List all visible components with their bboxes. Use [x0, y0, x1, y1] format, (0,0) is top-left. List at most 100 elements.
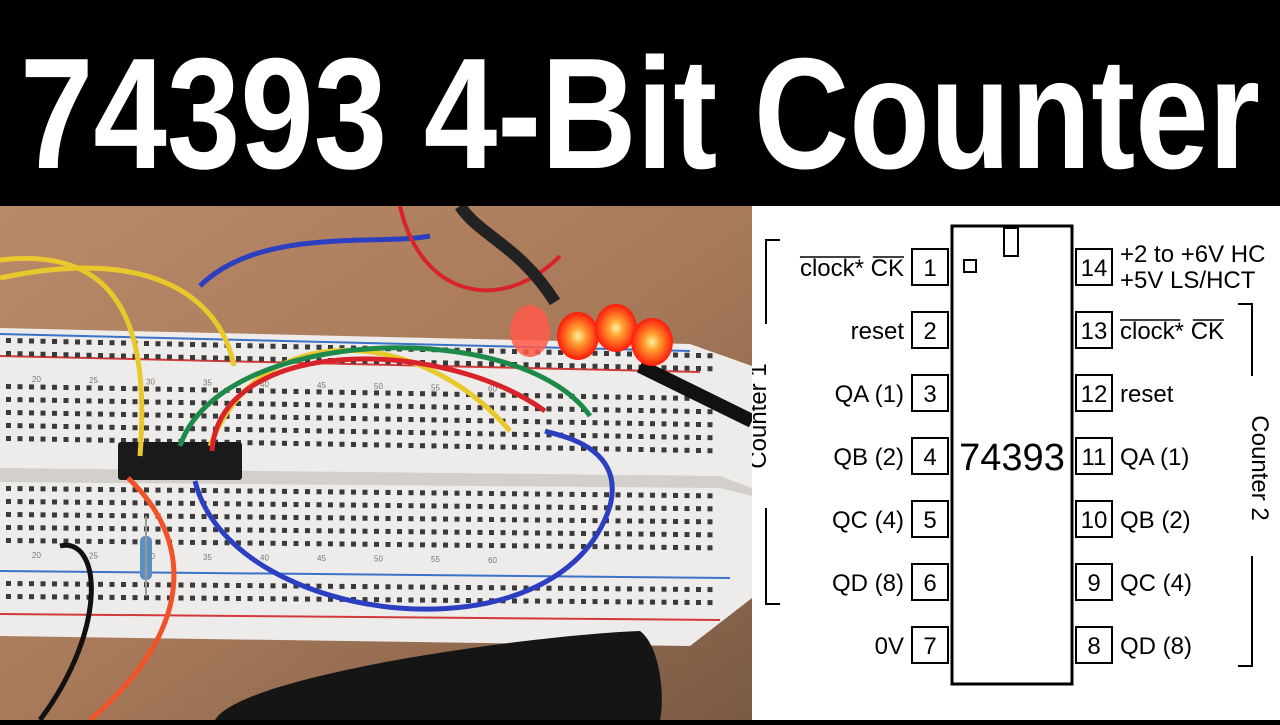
breadboard-hole [259, 501, 264, 507]
breadboard-hole [351, 515, 356, 521]
breadboard-hole [63, 385, 69, 390]
breadboard-hole [581, 544, 586, 549]
breadboard-hole [86, 525, 92, 531]
breadboard-hole [178, 341, 184, 347]
breadboard-hole [178, 387, 184, 392]
breadboard-hole [282, 583, 287, 589]
breadboard-row-numbers: 202530354045505560202530354045505560 [32, 375, 497, 565]
breadboard-hole [673, 492, 678, 498]
breadboard-hole [328, 441, 333, 447]
breadboard-hole [339, 415, 345, 421]
breadboard-hole [6, 538, 11, 543]
pin-label: QD (8) [832, 570, 904, 597]
breadboard-hole [270, 343, 276, 349]
breadboard-hole [224, 595, 230, 601]
breadboard-hole [63, 525, 69, 531]
breadboard-hole [40, 538, 46, 544]
breadboard-hole [247, 596, 253, 602]
breadboard-hole [270, 583, 276, 589]
breadboard-hole [454, 516, 460, 522]
breadboard-hole [431, 503, 437, 509]
breadboard-hole [167, 513, 172, 519]
breadboard-hole [247, 514, 253, 520]
row-number: 60 [488, 556, 497, 565]
breadboard-hole [6, 436, 11, 441]
breadboard-hole [6, 512, 11, 517]
breadboard-hole [431, 597, 437, 603]
ic-chip [118, 442, 242, 480]
breadboard-hole [52, 397, 57, 403]
breadboard-hole [546, 517, 552, 523]
breadboard-hole [63, 512, 69, 518]
breadboard-hole [6, 486, 11, 491]
breadboard-hole [512, 585, 517, 591]
breadboard-hole [431, 430, 437, 436]
breadboard-hole [374, 429, 379, 435]
breadboard-hole [259, 414, 264, 420]
breadboard-hole [132, 386, 138, 392]
breadboard-hole [362, 528, 368, 534]
breadboard-hole [638, 421, 644, 426]
breadboard-hole [397, 529, 402, 535]
breadboard-hole [236, 527, 241, 533]
breadboard-hole [569, 585, 575, 591]
breadboard-hole [6, 384, 11, 389]
breadboard-hole [270, 414, 276, 420]
breadboard-hole [420, 516, 425, 522]
breadboard-hole [661, 492, 667, 498]
breadboard-hole [374, 515, 379, 521]
breadboard-hole [627, 505, 632, 511]
breadboard-hole [201, 514, 207, 520]
breadboard-hole [512, 598, 517, 604]
breadboard-hole [17, 436, 23, 442]
breadboard-hole [477, 503, 483, 509]
breadboard-hole [707, 600, 713, 606]
breadboard-hole [420, 391, 425, 397]
breadboard-hole [155, 500, 161, 506]
breadboard-hole [604, 446, 609, 452]
breadboard-hole [673, 447, 678, 453]
breadboard-hole [224, 527, 230, 533]
breadboard-hole [328, 345, 333, 350]
chip-body [950, 224, 1074, 686]
breadboard-hole [650, 505, 655, 511]
breadboard-hole [581, 394, 586, 399]
breadboard-hole [40, 351, 46, 357]
breadboard-hole [615, 586, 621, 592]
breadboard-hole [362, 515, 368, 521]
battery-box [215, 631, 662, 720]
breadboard-hole [121, 500, 126, 506]
breadboard-hole [650, 518, 655, 524]
breadboard-hole [385, 528, 391, 534]
breadboard-hole [523, 393, 529, 398]
breadboard-hole [190, 413, 195, 419]
wire-black-1 [37, 542, 94, 722]
breadboard-hole [477, 392, 483, 398]
breadboard-hole [454, 597, 460, 603]
breadboard-hole [477, 444, 483, 450]
breadboard-hole [75, 352, 80, 358]
breadboard-hole [546, 445, 552, 451]
breadboard-hole [282, 427, 287, 433]
breadboard-hole [213, 501, 218, 507]
pin-box [911, 437, 949, 475]
pin-number: 5 [923, 507, 936, 534]
breadboard-hole [270, 356, 276, 362]
breadboard-hole [707, 506, 713, 512]
breadboard-hole [167, 487, 172, 493]
pin-label: reset [1120, 381, 1174, 408]
breadboard-hole [52, 581, 57, 587]
breadboard-hole [466, 598, 471, 603]
breadboard-hole [270, 596, 276, 602]
breadboard-hole [305, 428, 310, 434]
breadboard-hole [581, 492, 586, 497]
pin-box [911, 248, 949, 286]
breadboard-hole [201, 540, 207, 546]
breadboard-hole [707, 422, 713, 428]
breadboard-hole [385, 502, 391, 508]
breadboard-hole [351, 390, 356, 395]
breadboard-hole [109, 487, 115, 493]
breadboard-hole [190, 513, 195, 519]
breadboard-hole [121, 539, 126, 545]
breadboard-hole [86, 411, 92, 417]
